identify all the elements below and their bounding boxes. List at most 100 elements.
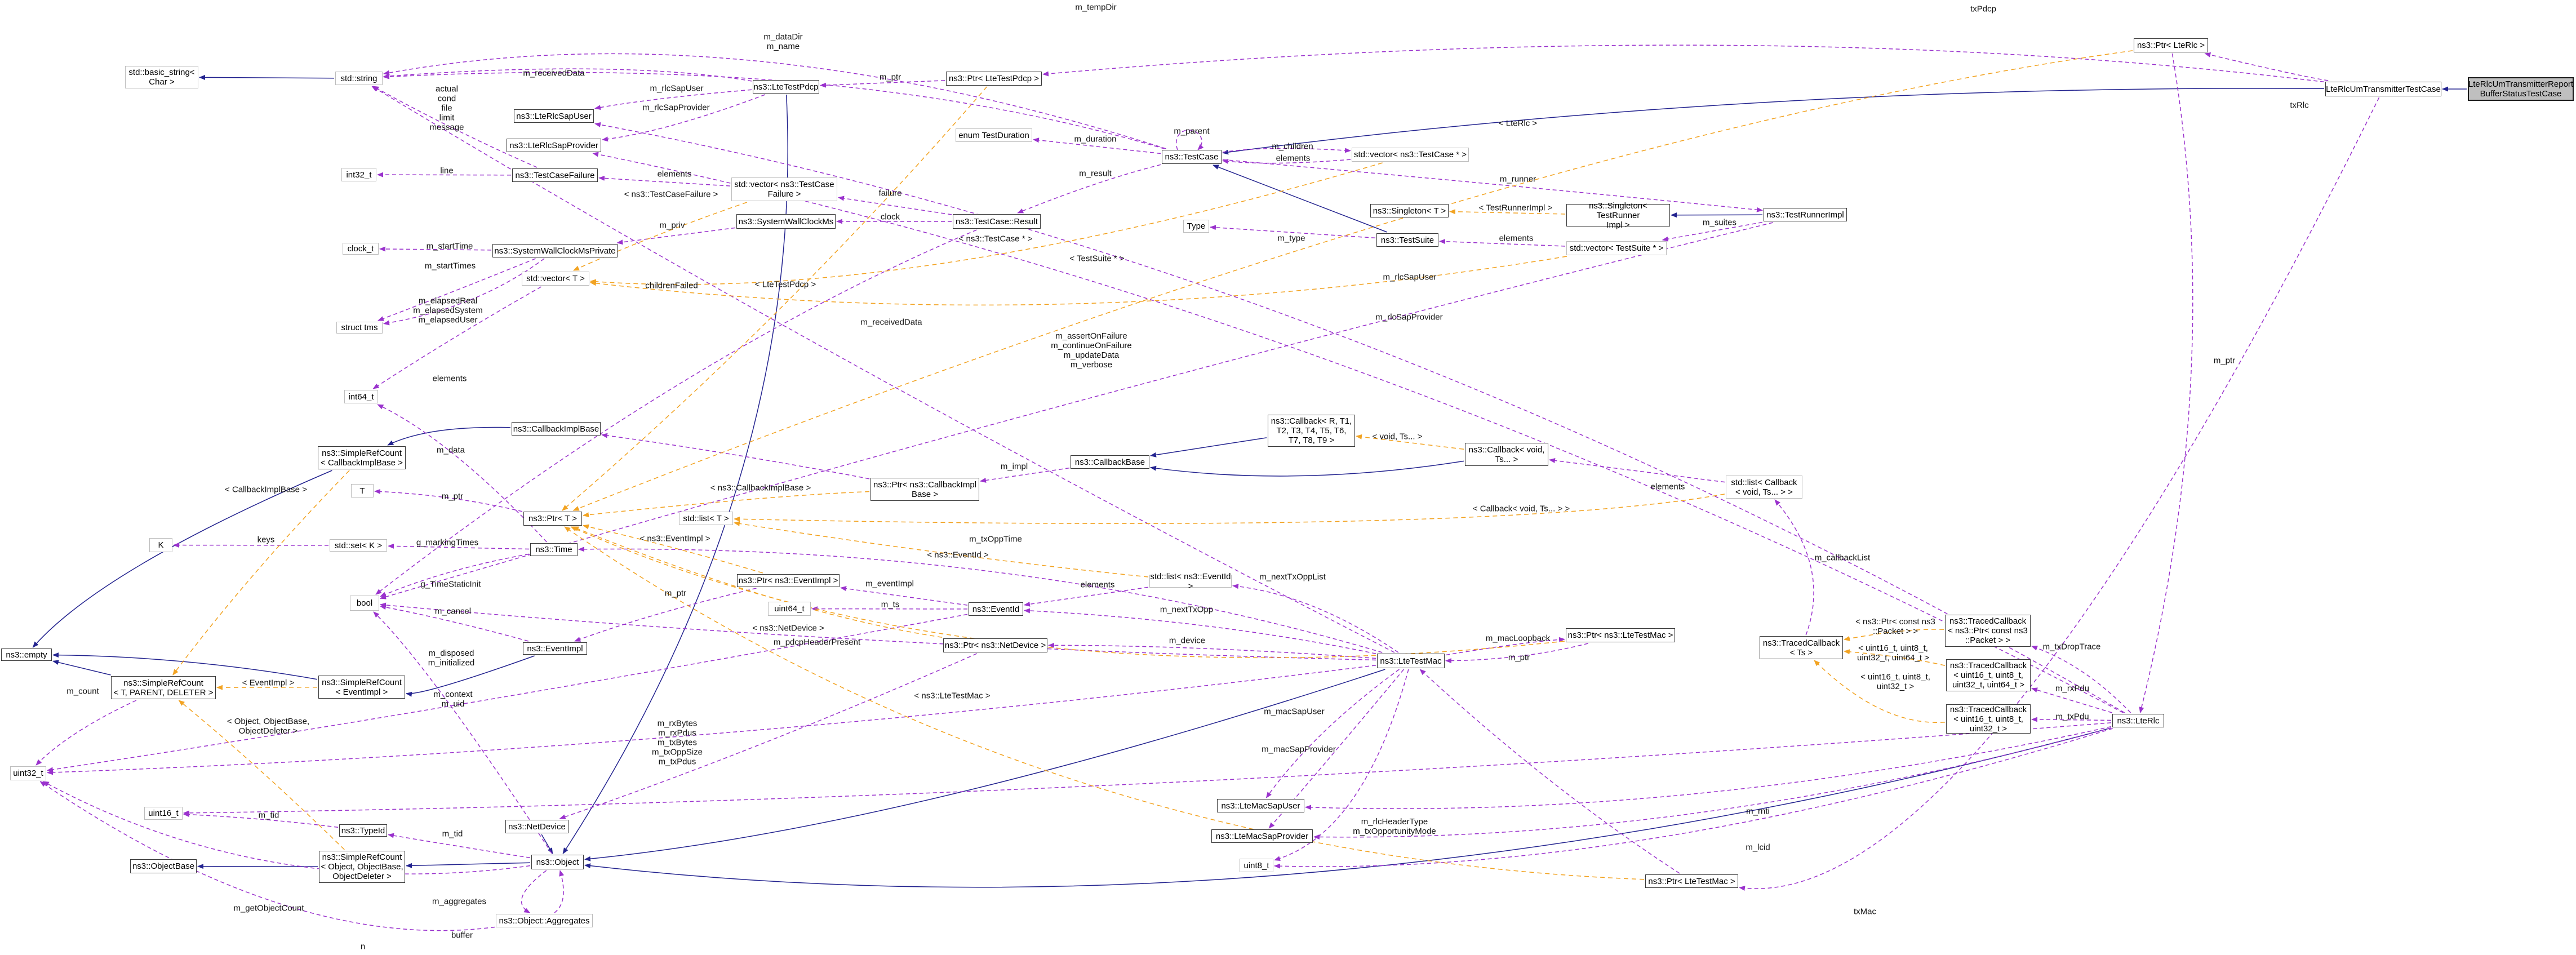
edge-lterlc-tcb_pkt <box>2031 646 2131 713</box>
node-swcm[interactable]: ns3::SystemWallClockMs <box>736 214 836 229</box>
node-int32[interactable]: int32_t <box>341 168 376 181</box>
node-hl[interactable]: LteRlcUmTransmitterReport BufferStatusTe… <box>2468 77 2574 101</box>
node-ltetestpdcp[interactable]: ns3::LteTestPdcp <box>753 80 819 94</box>
edge-label: < ns3::NetDevice > <box>752 623 824 633</box>
node-tcb_ts[interactable]: ns3::TracedCallback < Ts > <box>1760 636 1843 659</box>
edge-src_cib-empty <box>32 470 332 648</box>
edge-label: < void, Ts... > <box>1372 432 1423 442</box>
node-bool[interactable]: bool <box>350 596 379 611</box>
node-swcmp[interactable]: ns3::SystemWallClockMsPrivate <box>492 244 618 257</box>
node-callbackbase[interactable]: ns3::CallbackBase <box>1071 455 1149 469</box>
node-aggregates[interactable]: ns3::Object::Aggregates <box>496 914 593 927</box>
edge-tcb_pkt-tcb_ts <box>1844 629 1944 641</box>
node-tcfailure[interactable]: ns3::TestCaseFailure <box>512 168 598 182</box>
edge-label: m_rlcHeaderType m_txOpportunityMode <box>1353 817 1436 836</box>
node-ltetestmac[interactable]: ns3::LteTestMac <box>1377 654 1445 668</box>
node-ptr_t[interactable]: ns3::Ptr< T > <box>523 512 582 526</box>
node-testcase[interactable]: ns3::TestCase <box>1162 150 1222 164</box>
node-netdevice[interactable]: ns3::NetDevice <box>505 820 569 833</box>
node-rlcsapuser[interactable]: ns3::LteRlcSapUser <box>514 109 594 123</box>
edge-label: < EventImpl > <box>242 678 295 688</box>
edge-tcb_64-tcb_ts <box>1844 649 1946 666</box>
node-ptr_nd[interactable]: ns3::Ptr< ns3::NetDevice > <box>943 638 1047 652</box>
edge-label: < uint16_t, uint8_t, uint32_t, uint64_t … <box>1857 643 1930 663</box>
node-tms[interactable]: struct tms <box>336 322 383 334</box>
edge-ltetestmac-eventid <box>1024 608 1376 654</box>
node-src_tpd[interactable]: ns3::SimpleRefCount < T, PARENT, DELETER… <box>111 676 216 699</box>
edge-callback_r-callbackbase <box>1150 437 1267 457</box>
node-ptr_ltm[interactable]: ns3::Ptr< ns3::LteTestMac > <box>1566 628 1675 642</box>
node-src_ei[interactable]: ns3::SimpleRefCount < EventImpl > <box>318 676 405 699</box>
node-callback_r[interactable]: ns3::Callback< R, T1, T2, T3, T4, T5, T6… <box>1268 415 1355 447</box>
node-tcb_32[interactable]: ns3::TracedCallback < uint16_t, uint8_t,… <box>1946 704 2031 734</box>
node-ptrltetestpdcp[interactable]: ns3::Ptr< LteTestPdcp > <box>946 72 1042 86</box>
node-testsuite[interactable]: ns3::TestSuite <box>1376 233 1438 247</box>
node-tcb_pkt[interactable]: ns3::TracedCallback < ns3::Ptr< const ns… <box>1945 615 2031 647</box>
edge-tcb_32-tcb_ts <box>1814 660 1946 723</box>
node-typeid[interactable]: ns3::TypeId <box>339 824 387 837</box>
node-K[interactable]: K <box>149 538 172 552</box>
edge-tcfailure-string <box>372 86 538 168</box>
node-lterlc[interactable]: ns3::LteRlc <box>2112 714 2164 727</box>
node-clock_t[interactable]: clock_t <box>343 243 379 255</box>
node-vec_tc[interactable]: std::vector< ns3::TestCase * > <box>1352 148 1469 162</box>
node-string[interactable]: std::string <box>335 72 383 85</box>
node-vec_tcf[interactable]: std::vector< ns3::TestCase Failure > <box>731 177 837 201</box>
edge-label: m_ptr <box>1508 652 1530 663</box>
edge-ptrltetestpdcp-ltetestpdcp <box>820 80 945 88</box>
edge-typeid-uint16 <box>183 812 339 828</box>
node-objectbase[interactable]: ns3::ObjectBase <box>130 859 197 873</box>
node-rlcsapprov[interactable]: ns3::LteRlcSapProvider <box>507 139 601 152</box>
node-set_k[interactable]: std::set< K > <box>330 539 387 552</box>
node-eventid[interactable]: ns3::EventId <box>969 602 1023 616</box>
edge-vec_ts-vec_t <box>590 256 1567 306</box>
node-vec_t[interactable]: std::vector< T > <box>522 272 589 286</box>
edge-label: g_markingTimes <box>416 538 479 548</box>
node-ptrlterlc[interactable]: ns3::Ptr< LteRlc > <box>2134 38 2208 52</box>
edge-label: m_macLoopback <box>1485 633 1551 643</box>
node-tcb_64[interactable]: ns3::TracedCallback < uint16_t, uint8_t,… <box>1946 659 2031 691</box>
edge-label: m_rxBytes m_rxPdus m_txBytes m_txOppSize… <box>651 718 703 767</box>
node-ptr_ltm2[interactable]: ns3::Ptr< LteTestMac > <box>1645 874 1738 888</box>
node-ptr_ei[interactable]: ns3::Ptr< ns3::EventImpl > <box>737 574 840 587</box>
node-src_obj[interactable]: ns3::SimpleRefCount < Object, ObjectBase… <box>319 851 405 883</box>
node-singleton_t[interactable]: ns3::Singleton< T > <box>1370 204 1449 217</box>
edge-label: < LteRlc > <box>1498 118 1538 128</box>
node-empty[interactable]: ns3::empty <box>1 648 52 661</box>
node-int64[interactable]: int64_t <box>344 390 378 403</box>
edge-vec_tc-vec_t <box>590 162 1383 285</box>
edge-label: n <box>360 941 366 952</box>
node-umtc[interactable]: LteRlcUmTransmitterTestCase <box>2325 82 2441 96</box>
node-list_t[interactable]: std::list< T > <box>679 512 733 525</box>
node-vec_ts[interactable]: std::vector< TestSuite * > <box>1566 241 1667 255</box>
edge-label: < ns3::TestCaseFailure > <box>624 189 718 199</box>
node-uint8[interactable]: uint8_t <box>1240 859 1273 872</box>
node-uint32[interactable]: uint32_t <box>10 766 46 780</box>
edge-label: txPdcp <box>1970 4 1996 14</box>
node-callback_void[interactable]: ns3::Callback< void, Ts... > <box>1465 443 1548 466</box>
node-list_cb[interactable]: std::list< Callback < void, Ts... > > <box>1726 476 1802 499</box>
node-cbimplbase[interactable]: ns3::CallbackImplBase <box>512 422 601 436</box>
node-ptr_cib[interactable]: ns3::Ptr< ns3::CallbackImpl Base > <box>870 478 979 501</box>
node-list_eid[interactable]: std::list< ns3::EventId > <box>1149 571 1232 591</box>
node-type[interactable]: Type <box>1183 220 1209 233</box>
node-macsapprov[interactable]: ns3::LteMacSapProvider <box>1211 829 1313 843</box>
node-uint64[interactable]: uint64_t <box>768 602 811 616</box>
node-macsapuser[interactable]: ns3::LteMacSapUser <box>1217 799 1304 812</box>
node-basic_string[interactable]: std::basic_string< Char > <box>125 66 198 88</box>
node-singleton_tri[interactable]: ns3::Singleton< TestRunner Impl > <box>1566 201 1670 230</box>
node-object[interactable]: ns3::Object <box>531 855 584 869</box>
node-uint16[interactable]: uint16_t <box>144 807 183 820</box>
node-testrunnerimpl[interactable]: ns3::TestRunnerImpl <box>1764 208 1847 221</box>
edge-testrunnerimpl-vec_ts <box>1662 221 1763 242</box>
node-src_cib[interactable]: ns3::SimpleRefCount < CallbackImplBase > <box>318 446 406 469</box>
edge-ltetestmac-time <box>578 547 1383 653</box>
node-T[interactable]: T <box>351 484 374 498</box>
node-tcresult[interactable]: ns3::TestCase::Result <box>953 214 1041 229</box>
node-testduration[interactable]: enum TestDuration <box>956 128 1032 142</box>
edge-ptr_ltm2-ltetestmac <box>1419 669 1680 874</box>
node-eventimpl[interactable]: ns3::EventImpl <box>523 642 587 655</box>
node-time[interactable]: ns3::Time <box>530 543 578 556</box>
edge-lterlc-rlcsapprov <box>592 152 2124 713</box>
